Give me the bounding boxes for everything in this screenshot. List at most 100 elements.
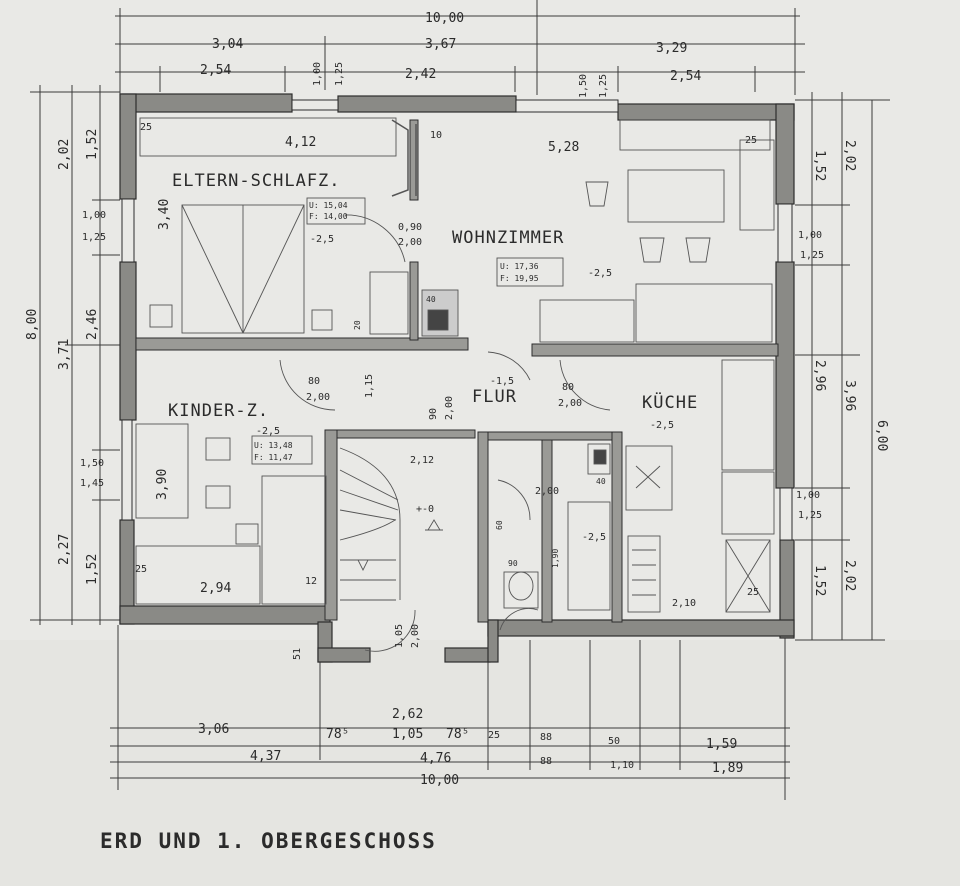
dim-top-win-b1: 1,50 bbox=[578, 74, 589, 98]
dim-door-d-width: 90 bbox=[428, 408, 439, 420]
dim-door-c-height: 2,00 bbox=[558, 398, 582, 409]
dim-left-b: 2,46 bbox=[85, 309, 100, 340]
dim-right-w2b: 1,25 bbox=[798, 510, 822, 521]
dim-bottom-top: 2,62 bbox=[392, 707, 423, 722]
dim-bottom-r2-a: 4,37 bbox=[250, 749, 281, 764]
room-bad-level: -2,5 bbox=[582, 532, 606, 543]
dim-wohn-width: 5,28 bbox=[548, 140, 579, 155]
room-eltern-f: F: 14,00 bbox=[309, 212, 348, 221]
dim-left-a: 3,71 bbox=[57, 339, 72, 370]
dim-kueche-width: 2,10 bbox=[672, 598, 696, 609]
dim-top-r2-c: 3,29 bbox=[656, 41, 687, 56]
dim-stair-door-height: 2,00 bbox=[410, 624, 421, 648]
dim-left-w1a: 1,00 bbox=[82, 210, 106, 221]
room-kueche-level: -2,5 bbox=[650, 420, 674, 431]
dim-right-w2a: 1,00 bbox=[796, 490, 820, 501]
room-wohn-level: -2,5 bbox=[588, 268, 612, 279]
dim-bottom-r1-d: 78⁵ bbox=[446, 727, 469, 742]
dim-bottom-r1-g: 50 bbox=[608, 736, 620, 747]
dim-kinder-height: 3,90 bbox=[155, 469, 170, 500]
dim-eltern-width: 4,12 bbox=[285, 135, 316, 150]
dim-misc-2: 25 bbox=[140, 122, 152, 133]
dim-kinder-width: 2,94 bbox=[200, 581, 231, 596]
dim-misc-1: 10 bbox=[430, 130, 442, 141]
room-kinder-level: -2,5 bbox=[256, 426, 280, 437]
dim-right-w1a: 1,00 bbox=[798, 230, 822, 241]
dim-left-w2b: 1,45 bbox=[80, 478, 104, 489]
room-kinder-label: KINDER-Z. bbox=[168, 401, 269, 421]
dim-bottom-r1-a: 3,06 bbox=[198, 722, 229, 737]
room-eltern-u: U: 15,04 bbox=[309, 201, 348, 210]
dim-bottom-total: 10,00 bbox=[420, 773, 459, 788]
dim-door-a-height: 2,00 bbox=[398, 237, 422, 248]
dim-top-r3-c: 2,54 bbox=[670, 69, 701, 84]
dim-top-win-b2: 1,25 bbox=[598, 74, 609, 98]
dim-misc-9: 40 bbox=[426, 295, 436, 304]
dim-stair-width: 2,12 bbox=[410, 455, 434, 466]
dim-left-total: 8,00 bbox=[25, 309, 40, 340]
dim-right-b: 2,96 bbox=[812, 360, 827, 391]
dim-bottom-r2-d: 1,10 bbox=[610, 760, 634, 771]
dim-left-w1b: 1,25 bbox=[82, 232, 106, 243]
room-kueche-label: KÜCHE bbox=[642, 391, 698, 413]
dim-top-win-a2: 1,25 bbox=[334, 62, 345, 86]
dim-door-d-height: 2,00 bbox=[444, 396, 455, 420]
room-entry-level: +-0 bbox=[416, 504, 434, 515]
dim-bottom-r1-b: 78⁵ bbox=[326, 727, 349, 742]
drawing-title: ERD UND 1. OBERGESCHOSS bbox=[100, 829, 437, 853]
room-wohn-label: WOHNZIMMER bbox=[452, 228, 564, 248]
room-flur-level: -1,5 bbox=[490, 376, 514, 387]
dim-misc-5: 25 bbox=[747, 587, 759, 598]
dim-right-w1b: 1,25 bbox=[800, 250, 824, 261]
dim-door-b-width: 80 bbox=[308, 376, 320, 387]
room-eltern-label: ELTERN-SCHLAFZ. bbox=[172, 171, 341, 191]
dim-left-top-1: 2,02 bbox=[57, 139, 72, 170]
dim-right-top-1: 1,52 bbox=[812, 150, 827, 181]
dim-bottom-r1-f: 88 bbox=[540, 732, 552, 743]
dim-top-r2-b: 3,67 bbox=[425, 37, 456, 52]
dim-top-r3-b: 2,42 bbox=[405, 67, 436, 82]
dim-top-r2-a: 3,04 bbox=[212, 37, 243, 52]
room-wohn-u: U: 17,36 bbox=[500, 262, 539, 271]
dim-bottom-r1-c: 1,05 bbox=[392, 727, 423, 742]
dim-misc-7: 51 bbox=[292, 648, 303, 660]
dim-left-d: 1,52 bbox=[85, 554, 100, 585]
dim-bottom-r1-h: 1,59 bbox=[706, 737, 737, 752]
dim-door-a-width: 0,90 bbox=[398, 222, 422, 233]
room-flur-label: FLUR bbox=[472, 387, 517, 407]
dim-left-top-2: 1,52 bbox=[85, 129, 100, 160]
room-eltern-level: -2,5 bbox=[310, 234, 334, 245]
room-wohn-f: F: 19,95 bbox=[500, 274, 539, 283]
dim-misc-6: 12 bbox=[305, 576, 317, 587]
dim-bath-width: 2,00 bbox=[535, 486, 559, 497]
dim-right-a: 3,96 bbox=[842, 380, 857, 411]
dim-door-c-width: 80 bbox=[562, 382, 574, 393]
dim-bottom-r1-e: 25 bbox=[488, 730, 500, 741]
dim-right-c: 1,52 bbox=[812, 565, 827, 596]
dim-bottom-r2-e: 1,89 bbox=[712, 761, 743, 776]
dim-stair-door-width: 1,05 bbox=[394, 624, 405, 648]
dim-misc-12: 1,90 bbox=[551, 549, 560, 568]
dim-right-total: 6,00 bbox=[874, 420, 889, 451]
dim-misc-13: 90 bbox=[508, 559, 518, 568]
room-kinder-u: U: 13,48 bbox=[254, 441, 293, 450]
dim-top-r3-a: 2,54 bbox=[200, 63, 231, 78]
dim-bottom-r2-c: 88 bbox=[540, 756, 552, 767]
dim-bottom-r2-b: 4,76 bbox=[420, 751, 451, 766]
dim-top-win-a1: 1,00 bbox=[312, 62, 323, 86]
dim-misc-4: 25 bbox=[135, 564, 147, 575]
dim-misc-11: 20 bbox=[353, 320, 362, 330]
dim-right-d: 2,02 bbox=[842, 560, 857, 591]
dim-misc-8: 1,15 bbox=[364, 374, 375, 398]
dim-right-top-2: 2,02 bbox=[842, 140, 857, 171]
dim-eltern-height: 3,40 bbox=[157, 199, 172, 230]
dim-top-total: 10,00 bbox=[425, 11, 464, 26]
dim-misc-3: 25 bbox=[745, 135, 757, 146]
dim-misc-14: 60 bbox=[495, 520, 504, 530]
dim-left-c: 2,27 bbox=[57, 534, 72, 565]
dim-left-w2a: 1,50 bbox=[80, 458, 104, 469]
dim-misc-10: 40 bbox=[596, 477, 606, 486]
dim-door-b-height: 2,00 bbox=[306, 392, 330, 403]
room-kinder-f: F: 11,47 bbox=[254, 453, 293, 462]
